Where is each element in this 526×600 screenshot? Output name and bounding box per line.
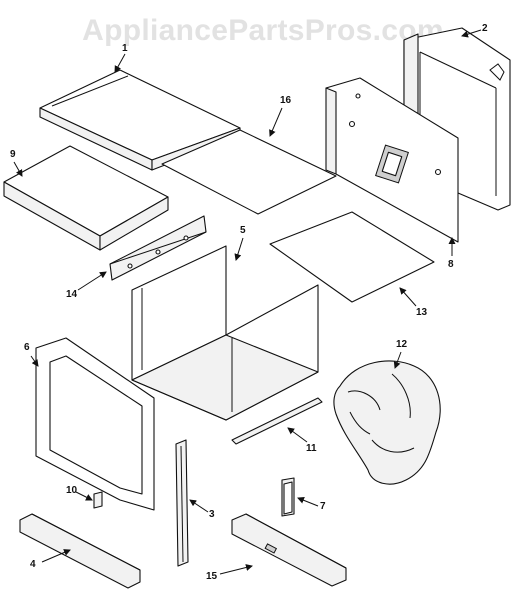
part-8-rear-cover[interactable]: [325, 77, 459, 243]
leader-line-12: [393, 351, 402, 369]
part-16-insulation[interactable]: [161, 129, 337, 215]
callout-6: 6: [24, 342, 30, 353]
leader-line-13: [399, 287, 417, 307]
callout-14: 14: [66, 289, 78, 300]
leader-line-10: [75, 491, 93, 501]
part-15-bottom-rail[interactable]: [231, 513, 347, 587]
leader-line-14: [77, 271, 107, 291]
leader-line-11: [287, 427, 308, 443]
leader-lines: [13, 29, 482, 575]
callout-13: 13: [416, 307, 428, 318]
part-9-panel[interactable]: [3, 145, 169, 251]
callout-10: 10: [66, 485, 78, 496]
part-10-clip[interactable]: [93, 491, 103, 509]
leader-line-7: [297, 496, 319, 507]
leader-line-5: [234, 237, 244, 261]
part-14-bracket[interactable]: [109, 215, 207, 281]
part-13-insulation[interactable]: [269, 211, 435, 303]
leader-line-2: [461, 29, 482, 38]
callout-4: 4: [30, 559, 36, 570]
callout-8: 8: [448, 259, 454, 270]
part-3-vertical-strip[interactable]: [175, 439, 189, 567]
leader-line-9: [13, 161, 23, 177]
leader-line-4: [41, 549, 71, 563]
callout-2: 2: [482, 23, 488, 34]
callout-11: 11: [306, 443, 317, 454]
part-4-bottom-rail[interactable]: [19, 513, 141, 589]
callout-16: 16: [280, 95, 292, 106]
part-6-door-frame[interactable]: [35, 337, 155, 511]
leader-line-1: [114, 53, 126, 73]
leader-line-6: [30, 355, 39, 367]
callout-12: 12: [396, 339, 408, 350]
leader-line-3: [189, 499, 209, 513]
callout-3: 3: [209, 509, 215, 520]
part-12-insulation-blanket[interactable]: [333, 360, 441, 485]
callout-1: 1: [122, 43, 128, 54]
callout-7: 7: [320, 501, 326, 512]
part-11-trim-strip[interactable]: [231, 397, 323, 445]
leader-line-15: [219, 564, 253, 575]
callout-5: 5: [240, 225, 246, 236]
part-7-small-bracket[interactable]: [281, 477, 295, 517]
leader-line-16: [269, 107, 283, 137]
part-5-oven-liner[interactable]: [131, 245, 319, 421]
callout-9: 9: [10, 149, 16, 160]
callout-15: 15: [206, 571, 218, 582]
